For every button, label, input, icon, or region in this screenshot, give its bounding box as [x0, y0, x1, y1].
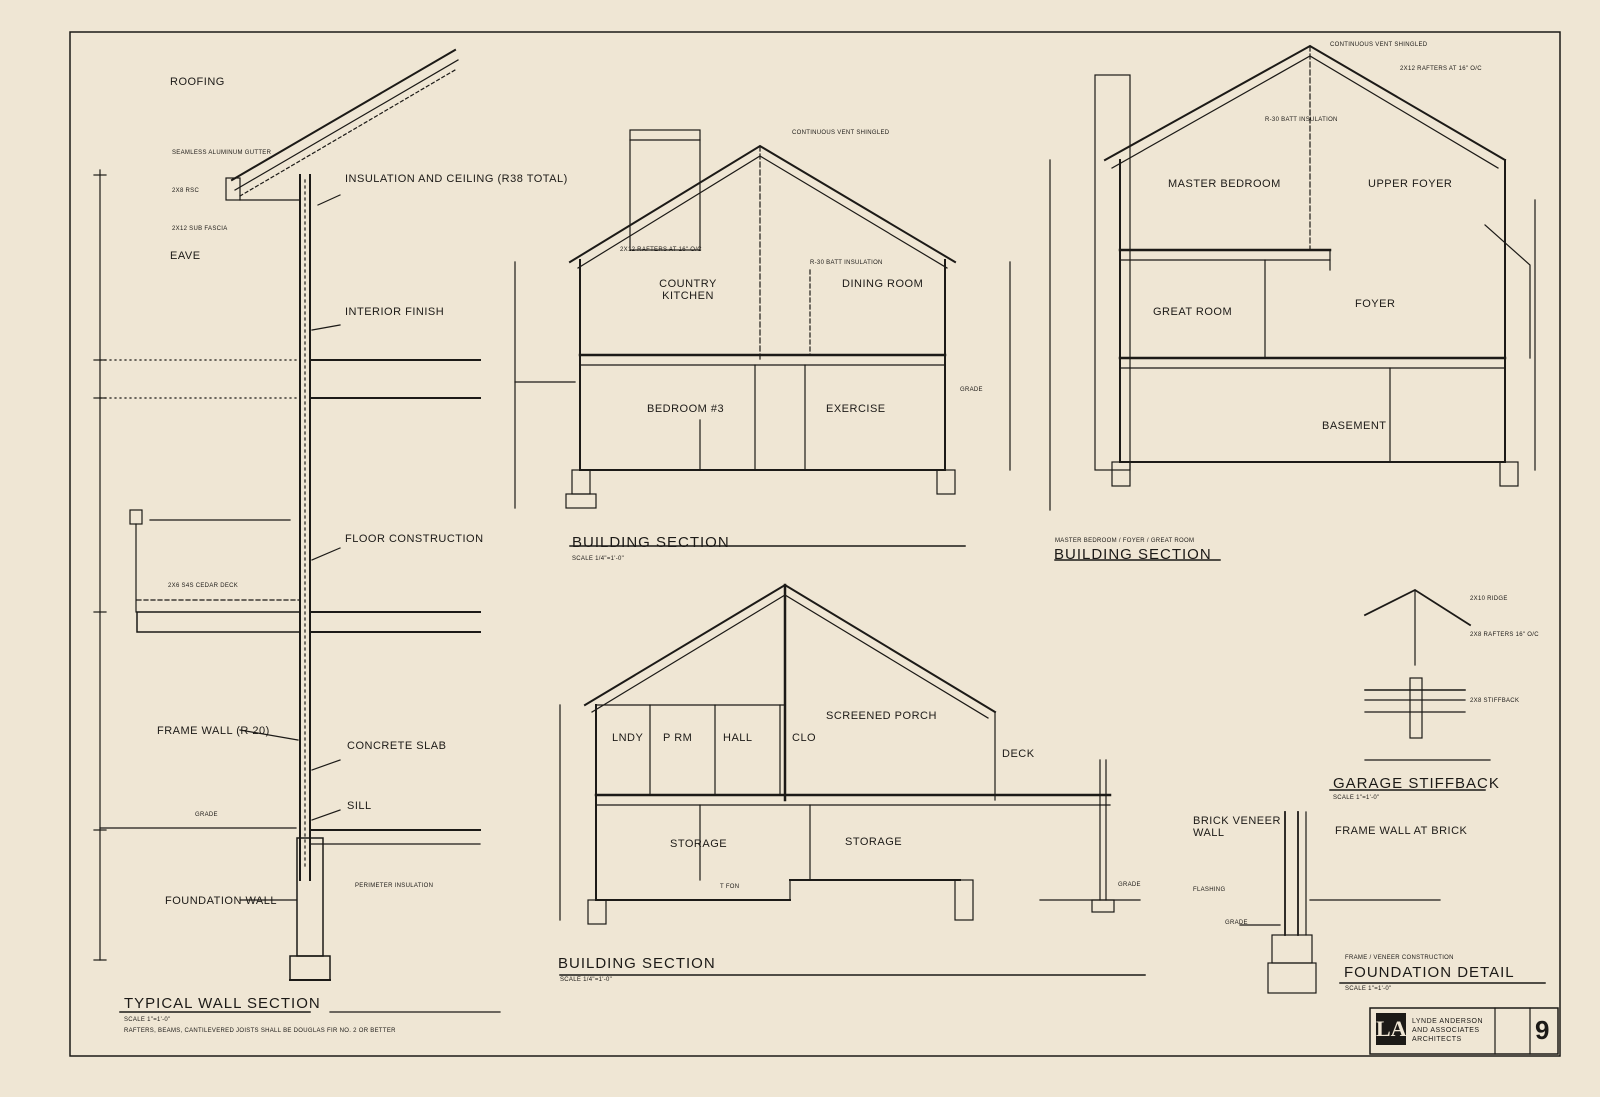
room-exercise: EXERCISE	[826, 403, 886, 415]
room-dining: DINING ROOM	[842, 278, 924, 290]
foundation-detail-title: FOUNDATION DETAIL	[1344, 964, 1515, 981]
section-a-rafters-note: 2x12 RAFTERS AT 16" o/c	[620, 247, 702, 253]
foundation-wall-label: FOUNDATION WALL	[165, 895, 278, 907]
cedar-deck-note: 2x6 S4S CEDAR DECK	[168, 583, 239, 589]
section-b-rafters-note: 2x12 RAFTERS AT 16" o/c	[1400, 66, 1482, 72]
section-c-drawing	[559, 583, 1146, 976]
section-a-drawing	[514, 129, 1011, 547]
garage-ridge-note: 2x10 RIDGE	[1470, 596, 1508, 602]
section-b-batt-note: R-30 BATT INSULATION	[1265, 117, 1338, 123]
sheet-border	[69, 31, 1561, 1057]
perimeter-note: PERIMETER INSULATION	[355, 883, 434, 889]
garage-stiffback-scale: SCALE 1"=1'-0"	[1333, 795, 1380, 801]
insulation-label: INSULATION AND CEILING (R38 TOTAL)	[345, 173, 568, 185]
room-bedroom-3: BEDROOM #3	[647, 403, 725, 415]
firm-name-line1: LYNDE ANDERSON	[1412, 1018, 1484, 1025]
wall-section-footnote: RAFTERS, BEAMS, CANTILEVERED JOISTS SHAL…	[124, 1028, 396, 1034]
wall-section-scale: SCALE 1"=1'-0"	[124, 1017, 171, 1023]
section-c-title: BUILDING SECTION	[558, 955, 716, 972]
section-a-vent-note: CONTINUOUS VENT SHINGLED	[792, 130, 890, 136]
sill-label: SILL	[347, 800, 372, 812]
room-storage-1: STORAGE	[670, 838, 728, 850]
title-block	[1369, 1007, 1559, 1055]
room-screened-porch: SCREENED PORCH	[826, 710, 937, 722]
firm-name-line2: AND ASSOCIATES	[1412, 1027, 1480, 1034]
eave-label: EAVE	[170, 250, 201, 262]
section-b-subtitle: MASTER BEDROOM / FOYER / GREAT ROOM	[1055, 538, 1195, 544]
section-a-batt-note: R-30 BATT INSULATION	[810, 260, 883, 266]
frame-wall-brick-label: FRAME WALL AT BRICK	[1335, 825, 1468, 837]
foundation-detail-drawing	[1239, 811, 1546, 994]
garage-stiffback-note: 2x8 STIFFBACK	[1470, 698, 1520, 704]
section-b-vent-note: CONTINUOUS VENT SHINGLED	[1330, 42, 1428, 48]
section-c-grade-note: GRADE	[1118, 882, 1141, 888]
section-b-title: BUILDING SECTION	[1054, 546, 1212, 563]
brick-veneer-label: BRICK VENEER WALL	[1193, 815, 1281, 839]
wall-section-title: TYPICAL WALL SECTION	[124, 995, 321, 1012]
concrete-slab-label: CONCRETE SLAB	[347, 740, 447, 752]
fascia-note: 2x12 SUB FASCIA	[172, 226, 228, 232]
room-upper-foyer: UPPER FOYER	[1368, 178, 1453, 190]
rsc-note: 2x8 RSC	[172, 188, 200, 194]
foundation-grade-note: GRADE	[1225, 920, 1248, 926]
room-clo: CLO	[792, 732, 817, 744]
section-c-scale: SCALE 1/4"=1'-0"	[560, 977, 613, 983]
section-a-title: BUILDING SECTION	[572, 534, 730, 551]
room-foyer: FOYER	[1355, 298, 1396, 310]
sheet-number: 9	[1535, 1015, 1550, 1045]
room-storage-2: STORAGE	[845, 836, 903, 848]
gutter-note: SEAMLESS ALUMINUM GUTTER	[172, 150, 272, 156]
garage-stiffback-title: GARAGE STIFFBACK	[1333, 775, 1500, 792]
section-b-drawing	[1049, 44, 1536, 561]
room-basement: BASEMENT	[1322, 420, 1387, 432]
garage-stiffback-drawing	[1329, 588, 1491, 791]
room-country-kitchen: COUNTRY KITCHEN	[659, 278, 717, 302]
foundation-caption: FRAME / VENEER CONSTRUCTION	[1345, 955, 1454, 961]
interior-finish-label: INTERIOR FINISH	[345, 306, 445, 318]
section-a-scale: SCALE 1/4"=1'-0"	[572, 556, 625, 562]
flashing-note: FLASHING	[1193, 887, 1226, 893]
grade-note: GRADE	[195, 812, 218, 818]
frame-wall-label: FRAME WALL (R 20)	[157, 725, 270, 737]
room-great-room: GREAT ROOM	[1153, 306, 1233, 318]
room-hall: HALL	[723, 732, 753, 744]
section-a-grade-note: GRADE	[960, 387, 983, 393]
room-deck: DECK	[1002, 748, 1035, 760]
room-lndy: LNDY	[612, 732, 644, 744]
room-prm: P RM	[663, 732, 693, 744]
floor-construction-label: FLOOR CONSTRUCTION	[345, 533, 484, 545]
firm-name-line3: ARCHITECTS	[1412, 1036, 1462, 1043]
foundation-detail-scale: SCALE 1"=1'-0"	[1345, 986, 1392, 992]
room-master-bedroom: MASTER BEDROOM	[1168, 178, 1281, 190]
garage-rafters-note: 2x8 RAFTERS 16" o/c	[1470, 632, 1539, 638]
wall-section-drawing	[93, 48, 501, 1013]
firm-logo: LA	[1376, 1013, 1407, 1045]
section-c-tfon-note: T FON	[720, 884, 740, 890]
roofing-label: ROOFING	[170, 76, 225, 88]
